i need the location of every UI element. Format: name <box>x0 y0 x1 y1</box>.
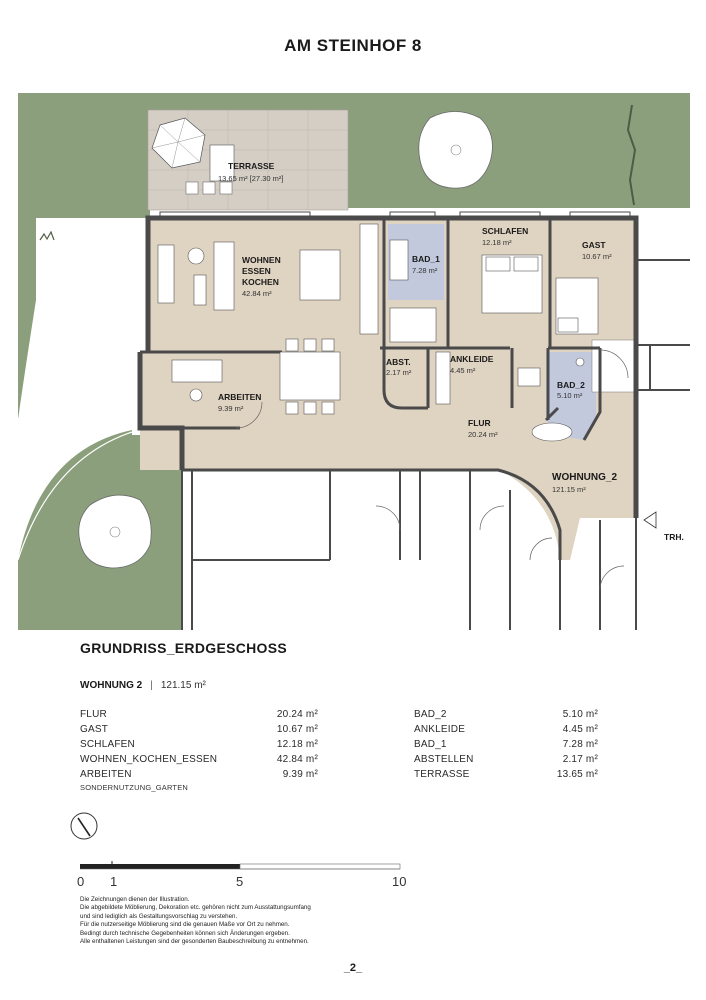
area-row: FLUR 20.24 m² <box>80 709 320 724</box>
room-area-terrasse: 13.65 m² [27.30 m²] <box>218 174 283 183</box>
unit-separator: | <box>150 680 153 691</box>
scale-label: 10 <box>392 874 407 889</box>
area-table-left: FLUR 20.24 m² GAST 10.67 m² SCHLAFEN 12.18 … <box>80 709 320 784</box>
shrub-icon <box>39 230 55 241</box>
area-row: BAD_2 5.10 m² <box>414 709 599 724</box>
room-area-flur: 20.24 m² <box>468 430 498 439</box>
area-row-name: BAD_1 <box>414 739 447 750</box>
disclaimer-line: Die abgebildete Möblierung, Dekoration e… <box>80 904 311 912</box>
area-row-value: 4.45 m² <box>562 724 598 735</box>
area-row-value: 12.18 m² <box>276 739 318 750</box>
scale-label: 0 <box>77 874 85 889</box>
disclaimer-line: Die Zeichnungen dienen der Illustration. <box>80 896 190 903</box>
page-title: AM STEINHOF 8 <box>284 36 422 55</box>
area-row-name: BAD_2 <box>414 709 447 720</box>
room-name-wohnen: WOHNEN <box>242 255 281 265</box>
area-row-name: ANKLEIDE <box>414 724 466 735</box>
unit-summary: WOHNUNG 2 | 121.15 m² <box>80 680 206 691</box>
door-swings <box>235 349 629 591</box>
garden-note: SONDERNUTZUNG_GARTEN <box>80 783 189 792</box>
area-row-name: ABSTELLEN <box>414 754 474 765</box>
area-row: ARBEITEN 9.39 m² <box>80 769 320 784</box>
bath-2-floor <box>546 352 596 440</box>
section-heading: GRUNDRISS_ERDGESCHOSS <box>80 640 288 656</box>
room-name-ankleide: ANKLEIDE <box>450 354 494 364</box>
tree-south <box>78 494 152 569</box>
unit-name-label: WOHNUNG_2 <box>552 472 617 483</box>
room-name-gast: GAST <box>582 240 606 250</box>
room-area-schlafen: 12.18 m² <box>482 238 512 247</box>
scale-label: 5 <box>236 874 244 889</box>
area-row-value: 42.84 m² <box>276 754 318 765</box>
area-row-value: 20.24 m² <box>276 709 318 720</box>
area-row-name: ARBEITEN <box>80 769 132 780</box>
room-name-abst: ABST. <box>386 357 411 367</box>
area-row: ABSTELLEN 2.17 m² <box>414 754 599 769</box>
page-number: _2_ <box>343 962 363 974</box>
area-row-name: FLUR <box>80 709 107 720</box>
room-area-abst: 2.17 m² <box>386 368 412 377</box>
area-row: SCHLAFEN 12.18 m² <box>80 739 320 754</box>
scale-bar <box>80 861 401 870</box>
garden-edge-line <box>17 219 151 421</box>
north-arrow-icon <box>70 812 98 840</box>
stair-arrow-icon <box>643 511 657 529</box>
area-row-value: 10.67 m² <box>276 724 318 735</box>
room-area-bad2: 5.10 m² <box>557 391 583 400</box>
unit-area-label: 121.15 m² <box>552 485 586 494</box>
room-name-essen: ESSEN <box>242 266 271 276</box>
disclaimer-line: und sind lediglich als Gestaltungsvorsch… <box>80 912 238 920</box>
area-row-name: SCHLAFEN <box>80 739 135 750</box>
disclaimer-line: Für die nutzerseitige Möblierung sind di… <box>80 921 290 929</box>
room-area-bad1: 7.28 m² <box>412 266 438 275</box>
scale-label: 1 <box>110 874 118 889</box>
area-row-name: WOHNEN_KOCHEN_ESSEN <box>80 754 218 765</box>
disclaimer-line: Bedingt durch technische Gegebenheiten k… <box>80 929 290 937</box>
stair-label: TRH. <box>664 532 684 542</box>
room-name-bad2: BAD_2 <box>557 380 585 390</box>
room-name-terrasse: TERRASSE <box>228 161 275 171</box>
room-area-ankleide: 4.45 m² <box>450 366 476 375</box>
windows <box>159 211 631 217</box>
area-row-value: 13.65 m² <box>556 769 598 780</box>
disclaimer: Die Zeichnungen dienen der Illustration.… <box>80 896 400 946</box>
neighbour-walls <box>181 259 690 630</box>
garden-edge-line <box>17 431 133 561</box>
room-area-wohnen: 42.84 m² <box>242 289 272 298</box>
room-name-kochen: KOCHEN <box>242 277 279 287</box>
room-name-schlafen: SCHLAFEN <box>482 226 528 236</box>
exterior-walls <box>137 215 639 518</box>
room-name-bad1: BAD_1 <box>412 254 440 264</box>
interior-walls <box>140 218 602 560</box>
room-area-gast: 10.67 m² <box>582 252 612 261</box>
disclaimer-line: Alle enthaltenen Leistungen sind der ges… <box>80 938 309 946</box>
area-row-value: 2.17 m² <box>562 754 598 765</box>
area-row: WOHNEN_KOCHEN_ESSEN 42.84 m² <box>80 754 320 769</box>
area-row: ANKLEIDE 4.45 m² <box>414 724 599 739</box>
area-row-value: 9.39 m² <box>282 769 318 780</box>
unit-area: 121.15 m² <box>160 680 206 691</box>
area-row: TERRASSE 13.65 m² <box>414 769 599 784</box>
area-row: BAD_1 7.28 m² <box>414 739 599 754</box>
room-area-arbeiten: 9.39 m² <box>218 404 244 413</box>
area-row-name: TERRASSE <box>414 769 470 780</box>
hedge-icon <box>626 104 637 206</box>
floor-plan: TERRASSE 13.65 m² [27.30 m²] WOHNEN ESSE… <box>17 93 690 630</box>
area-table-right: BAD_2 5.10 m² ANKLEIDE 4.45 m² BAD_1 7.28 m… <box>414 709 599 784</box>
room-name-flur: FLUR <box>468 418 491 428</box>
area-row-name: GAST <box>80 724 109 735</box>
furniture <box>157 223 599 442</box>
room-name-arbeiten: ARBEITEN <box>218 392 261 402</box>
unit-name: WOHNUNG 2 <box>80 680 143 691</box>
area-row-value: 7.28 m² <box>562 739 598 750</box>
area-row-value: 5.10 m² <box>562 709 598 720</box>
tree-north <box>418 111 493 189</box>
area-row: GAST 10.67 m² <box>80 724 320 739</box>
